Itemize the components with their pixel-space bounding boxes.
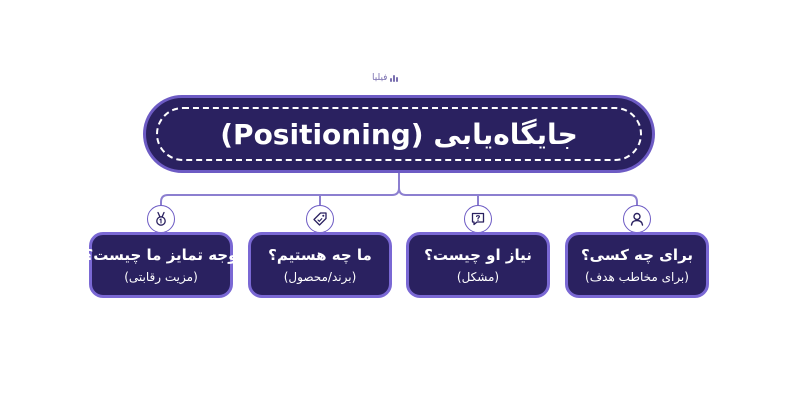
- brand-name: فیلیا: [372, 73, 388, 83]
- question-bubble-icon: [464, 205, 492, 233]
- card-question: وجه تمایز ما چیست؟: [84, 245, 238, 264]
- card-detail: (مزیت رقابتی): [124, 269, 198, 284]
- title-box: جایگاه‌یابی (Positioning): [143, 95, 655, 173]
- card-target-audience: برای چه کسی؟ (برای مخاطب هدف): [565, 232, 709, 298]
- brand-logo-icon: [390, 74, 399, 82]
- card-question: نیاز او چیست؟: [424, 245, 532, 264]
- card-detail: (مشکل): [456, 269, 500, 284]
- card-detail: (برای مخاطب هدف): [585, 269, 689, 284]
- medal-icon: [147, 205, 175, 233]
- card-brand-product: ما چه هستیم؟ (برند/محصول): [248, 232, 392, 298]
- tag-icon: [306, 205, 334, 233]
- diagram-title: جایگاه‌یابی (Positioning): [220, 117, 578, 151]
- brand-watermark: فیلیا: [372, 73, 399, 83]
- user-icon: [623, 205, 651, 233]
- title-dashed-border: [156, 107, 642, 161]
- card-competitive-advantage: وجه تمایز ما چیست؟ (مزیت رقابتی): [85, 232, 237, 298]
- card-detail: (برند/محصول): [283, 269, 357, 284]
- card-question: برای چه کسی؟: [580, 245, 694, 264]
- card-customer-need: نیاز او چیست؟ (مشکل): [406, 232, 550, 298]
- card-question: ما چه هستیم؟: [268, 245, 372, 264]
